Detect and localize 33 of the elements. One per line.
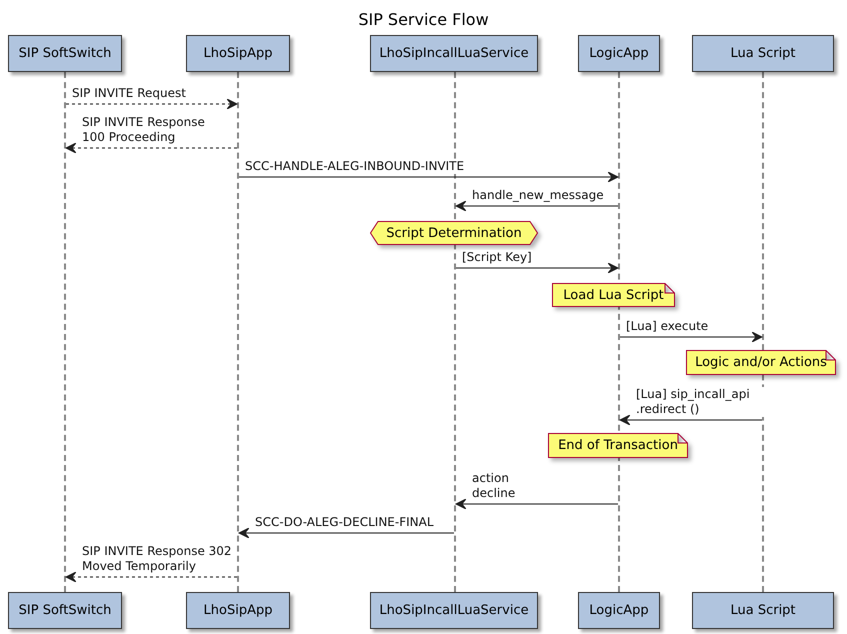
participant-label: Lua Script — [692, 35, 834, 72]
participant-label: LhoSipIncallLuaService — [370, 592, 538, 629]
note: Logic and/or Actions — [686, 350, 836, 375]
message-arrow — [66, 142, 238, 154]
message-arrow — [456, 262, 618, 274]
note: Load Lua Script — [552, 283, 675, 307]
message-label: [Script Key] — [461, 250, 533, 265]
participant-label: Lua Script — [692, 592, 834, 629]
lifeline — [237, 72, 239, 592]
message-label: SCC-HANDLE-ALEG-INBOUND-INVITE — [244, 159, 466, 174]
message-arrow — [238, 172, 618, 182]
participant-label: LogicApp — [578, 35, 660, 72]
diagram-title: SIP Service Flow — [357, 10, 490, 29]
participant-label: LhoSipApp — [186, 592, 290, 629]
participant-label: LhoSipApp — [186, 35, 290, 72]
message-arrow — [456, 498, 618, 510]
message-label: SIP INVITE Response 302 Moved Temporarily — [81, 544, 233, 574]
note: End of Transaction — [548, 433, 688, 458]
message-label: SIP INVITE Request — [71, 86, 187, 101]
message-arrow — [238, 528, 454, 538]
message-label: [Lua] execute — [625, 319, 710, 334]
message-label: handle_new_message — [471, 188, 605, 203]
participant-label: LhoSipIncallLuaService — [370, 35, 538, 72]
hexagon-note: Script Determination — [370, 221, 538, 245]
message-arrow — [620, 332, 762, 342]
participant-label: SIP SoftSwitch — [8, 592, 122, 629]
message-arrow — [66, 98, 238, 110]
participant-label: LogicApp — [578, 592, 660, 629]
message-arrow — [66, 572, 238, 582]
lifeline — [64, 72, 66, 592]
message-arrow — [456, 200, 618, 212]
participant-label: SIP SoftSwitch — [8, 35, 122, 72]
message-arrow — [620, 414, 762, 426]
